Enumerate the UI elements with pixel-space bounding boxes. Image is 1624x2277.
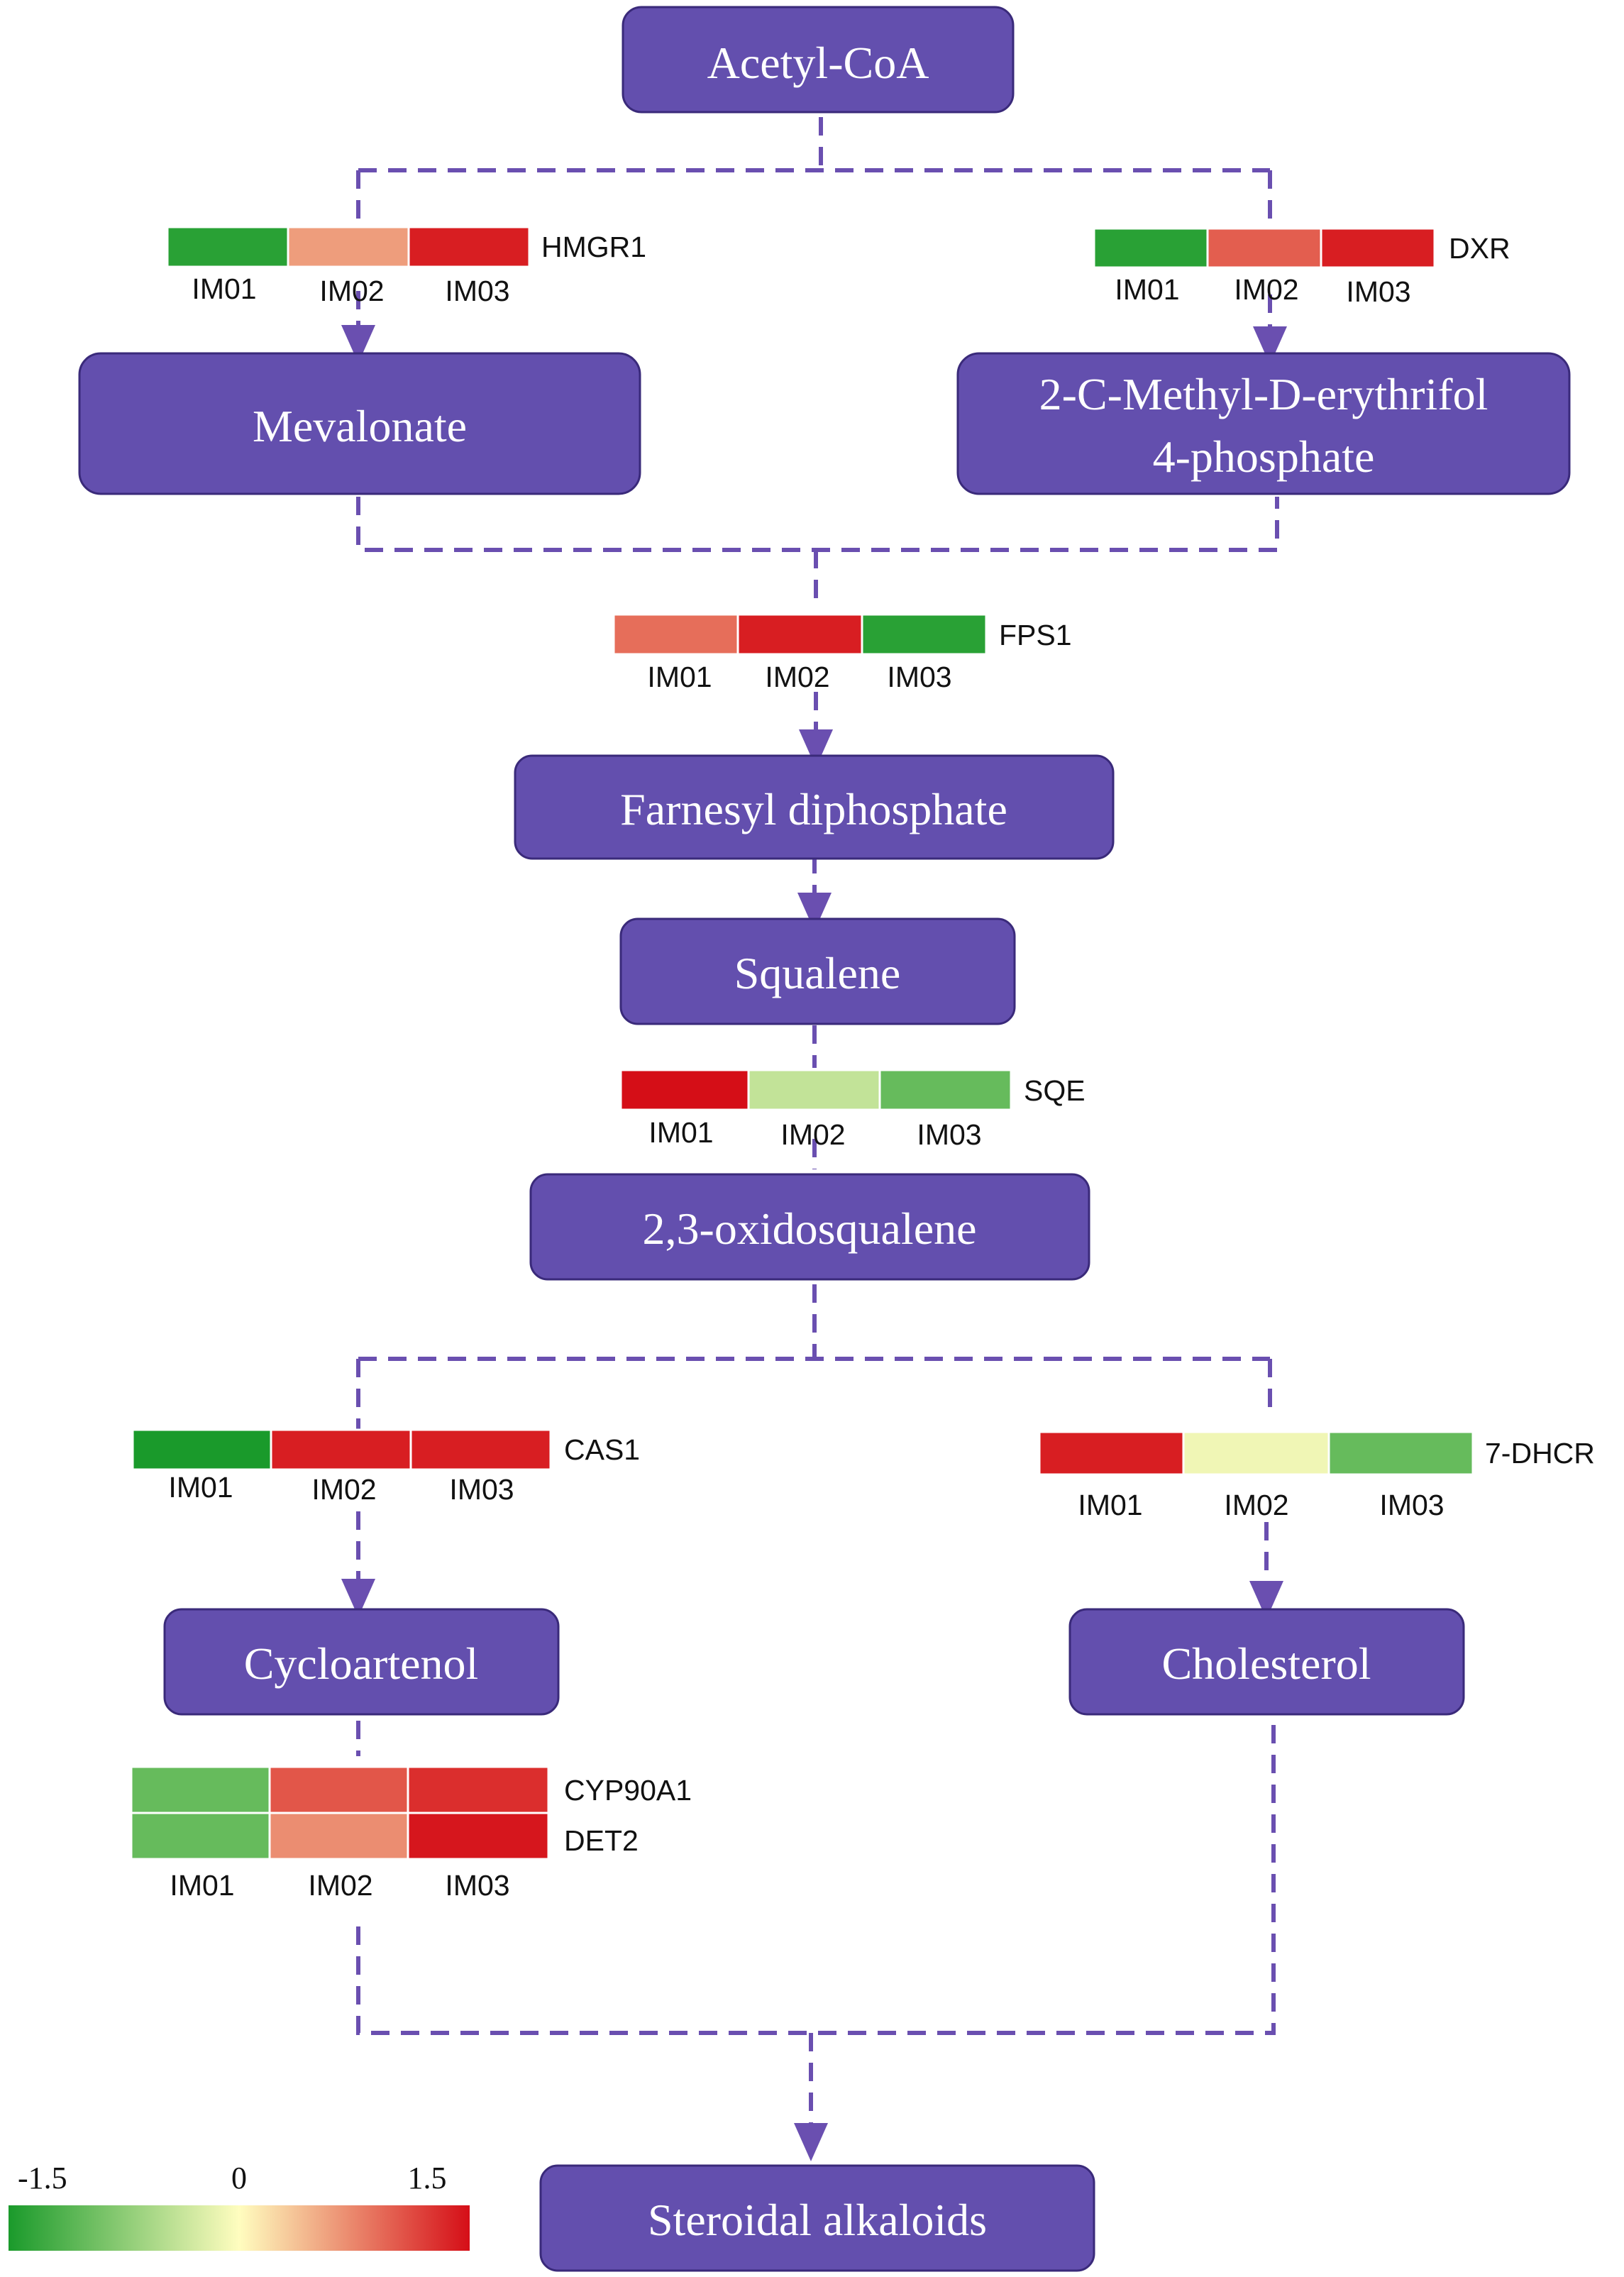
heatmap-7dhcr: 7-DHCR IM01 IM02 IM03 (1038, 1430, 1595, 1521)
heat-cell (407, 1812, 550, 1860)
column-label: IM02 (308, 1869, 372, 1902)
node-oxidosqualene: 2,3-oxidosqualene (529, 1173, 1090, 1281)
heat-cell (131, 1428, 272, 1471)
node-mep: 2-C-Methyl-D-erythrifol 4-phosphate (956, 352, 1571, 495)
column-label: IM03 (887, 661, 951, 693)
column-label: IM02 (780, 1118, 845, 1151)
node-label: Mevalonate (253, 401, 467, 451)
gene-label: 7-DHCR (1485, 1437, 1595, 1470)
column-label: IM02 (765, 661, 829, 693)
heat-cell (407, 226, 531, 268)
column-label: IM03 (445, 275, 509, 307)
node-label: Steroidal alkaloids (648, 2195, 987, 2245)
column-label: IM03 (445, 1869, 509, 1902)
column-label: IM01 (170, 1869, 234, 1902)
node-steroidal-alkaloids: Steroidal alkaloids (539, 2164, 1095, 2272)
node-label: Cycloartenol (244, 1638, 479, 1689)
column-label: IM01 (648, 1116, 713, 1149)
column-label: IM03 (1379, 1489, 1444, 1521)
column-label: IM02 (319, 275, 384, 307)
node-cholesterol: Cholesterol (1068, 1608, 1465, 1716)
node-label: Acetyl-CoA (707, 38, 929, 88)
column-label: IM02 (311, 1473, 376, 1506)
node-label-line2: 4-phosphate (1153, 431, 1375, 482)
legend-max-label: 1.5 (408, 2161, 447, 2195)
heat-cell (736, 613, 863, 656)
color-scale-legend: -1.5 0 1.5 (9, 2161, 470, 2251)
heat-cell (268, 1765, 409, 1814)
connectors (341, 117, 1287, 2161)
heat-cell (287, 226, 410, 268)
column-label: IM01 (1115, 273, 1179, 306)
column-label: IM03 (449, 1473, 514, 1506)
heatmap-fps1: FPS1 IM01 IM02 IM03 (612, 613, 1072, 693)
heat-cell (1093, 227, 1209, 269)
gene-label: DXR (1449, 232, 1510, 265)
node-label: Farnesyl diphosphate (620, 784, 1007, 834)
heat-cell (878, 1069, 1012, 1111)
heat-cell (409, 1428, 552, 1471)
heat-cell (1327, 1430, 1474, 1476)
column-label: IM01 (647, 661, 712, 693)
column-label: IM01 (1078, 1489, 1142, 1521)
column-label: IM01 (168, 1471, 233, 1504)
gene-label: CAS1 (564, 1433, 640, 1466)
gene-label: DET2 (564, 1824, 639, 1857)
gene-label: SQE (1024, 1074, 1086, 1107)
node-mevalonate: Mevalonate (78, 352, 641, 495)
heatmap-dxr: DXR IM01 IM02 IM03 (1093, 227, 1510, 308)
gene-label: CYP90A1 (564, 1774, 692, 1807)
heat-cell (270, 1428, 412, 1471)
heat-cell (166, 226, 289, 268)
heatmap-cyp90a1-det2: CYP90A1 DET2 IM01 IM02 IM03 (130, 1765, 692, 1902)
node-label: 2,3-oxidosqualene (643, 1203, 977, 1254)
node-label: Squalene (734, 948, 901, 998)
legend-mid-label: 0 (231, 2161, 247, 2195)
column-label: IM03 (917, 1118, 981, 1151)
gene-label: HMGR1 (541, 231, 646, 263)
heat-cell (268, 1812, 409, 1860)
heat-cell (407, 1765, 550, 1814)
heatmap-cas1: CAS1 IM01 IM02 IM03 (131, 1428, 640, 1506)
heat-cell (747, 1069, 881, 1111)
heatmap-sqe: SQE IM01 IM02 IM03 (619, 1069, 1086, 1151)
heat-cell (612, 613, 739, 656)
node-cycloartenol: Cycloartenol (163, 1608, 560, 1716)
heat-cell (130, 1812, 271, 1860)
node-squalene: Squalene (619, 917, 1016, 1025)
heat-cell (1206, 227, 1322, 269)
node-acetyl-coa: Acetyl-CoA (622, 6, 1015, 114)
legend-min-label: -1.5 (18, 2161, 67, 2195)
column-label: IM02 (1234, 273, 1298, 306)
column-label: IM03 (1346, 275, 1410, 308)
node-label-line1: 2-C-Methyl-D-erythrifol (1039, 369, 1488, 419)
heat-cell (619, 1069, 750, 1111)
column-label: IM02 (1224, 1489, 1288, 1521)
heat-cell (861, 613, 988, 656)
heat-cell (1320, 227, 1436, 269)
node-label: Cholesterol (1161, 1638, 1371, 1689)
gene-label: FPS1 (999, 619, 1072, 651)
heatmap-hmgr1: HMGR1 IM01 IM02 IM03 (166, 226, 646, 307)
heat-cell (1182, 1430, 1330, 1476)
column-label: IM01 (192, 272, 256, 305)
node-farnesyl-diphosphate: Farnesyl diphosphate (514, 754, 1115, 860)
heat-cell (1038, 1430, 1185, 1476)
color-scale-bar (9, 2205, 470, 2251)
heat-cell (130, 1765, 271, 1814)
